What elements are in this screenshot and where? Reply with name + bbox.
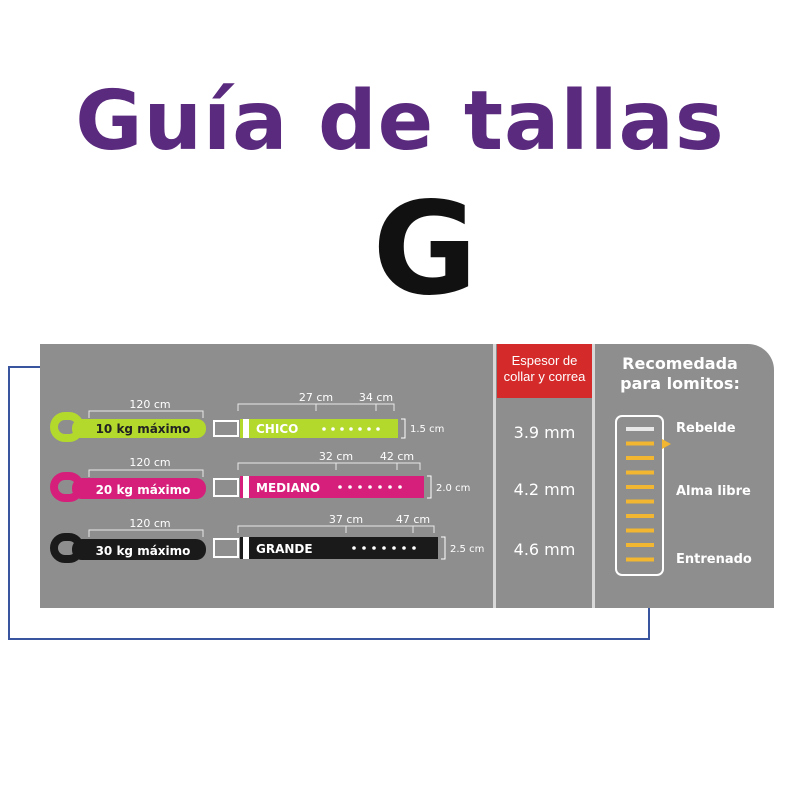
leash-chico [50, 412, 206, 442]
collar-max-length: 42 cm [380, 450, 414, 463]
scale-bar [626, 456, 654, 460]
thickness-value: 4.6 mm [513, 540, 576, 559]
collar-max-length: 34 cm [359, 391, 393, 404]
recommend-header: Recomedada para lomitos: [600, 354, 760, 394]
column-divider [592, 344, 595, 608]
scale-bar [626, 543, 654, 547]
recommend-header-line2: para lomitos: [620, 374, 740, 393]
leash-grande [50, 533, 206, 563]
thickness-value: 3.9 mm [513, 423, 576, 442]
leash-length-label: 120 cm [129, 398, 170, 411]
collar-holes [322, 427, 380, 431]
behavior-level-middle: Alma libre [676, 484, 751, 499]
collar-holes [338, 485, 402, 489]
page-title: Guía de tallas [75, 74, 725, 169]
size-row-mediano: 120 cm 20 kg máximo 32 cm 42 cm MEDIANO … [50, 450, 470, 502]
leash-max-weight: 20 kg máximo [96, 483, 191, 497]
scale-bar [626, 528, 654, 533]
leash-length-label: 120 cm [129, 517, 170, 530]
recommend-header-line1: Recomedada [622, 354, 738, 373]
collar-max-length: 47 cm [396, 513, 430, 526]
scale-bar [626, 427, 654, 431]
behavior-level-bottom: Entrenado [676, 552, 752, 567]
collar-size-name: CHICO [256, 422, 298, 436]
collar-min-length: 32 cm [319, 450, 353, 463]
scale-bar [626, 470, 654, 475]
behavior-level-top: Rebelde [676, 421, 736, 436]
size-letter: G [372, 175, 478, 324]
collar-min-length: 27 cm [299, 391, 333, 404]
collar-width: 2.0 cm [436, 483, 470, 494]
collar-width: 2.5 cm [450, 544, 484, 555]
collar-grande [213, 537, 438, 559]
collar-size-name: GRANDE [256, 542, 313, 556]
collar-width: 1.5 cm [410, 424, 444, 435]
scale-pointer-icon [662, 439, 671, 449]
thickness-header: Espesor de collar y correa [497, 344, 592, 398]
leash-mediano [50, 472, 206, 502]
scale-bar [626, 499, 654, 504]
collar-holes [352, 546, 416, 550]
collar-min-length: 37 cm [329, 513, 363, 526]
thickness-value: 4.2 mm [513, 480, 576, 499]
leash-max-weight: 30 kg máximo [96, 544, 191, 558]
behavior-scale [615, 415, 671, 576]
collar-chico [213, 419, 398, 438]
size-row-chico: 120 cm 10 kg máximo 27 cm 34 cm CHICO 1.… [50, 391, 444, 442]
scale-bar [626, 557, 654, 562]
scale-bar [626, 441, 654, 446]
collar-size-name: MEDIANO [256, 481, 320, 495]
leash-max-weight: 10 kg máximo [96, 422, 191, 436]
size-row-grande: 120 cm 30 kg máximo 37 cm 47 cm GRANDE 2… [50, 513, 484, 563]
scale-bar [626, 514, 654, 518]
leash-length-label: 120 cm [129, 456, 170, 469]
collar-mediano [213, 476, 424, 498]
scale-bar [626, 485, 654, 489]
column-divider [493, 344, 496, 608]
